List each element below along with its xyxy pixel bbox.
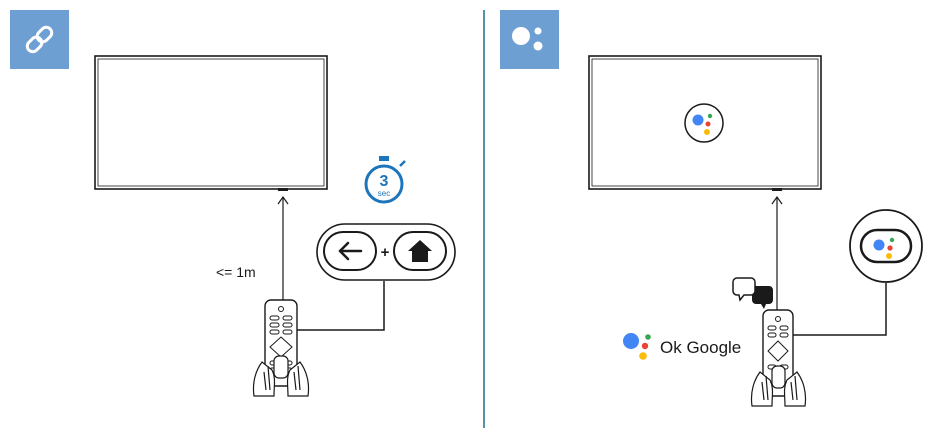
home-button: [393, 231, 447, 271]
timer-value: 3: [380, 173, 389, 190]
back-button: [323, 231, 377, 271]
voice-command-text: Ok Google: [660, 338, 741, 357]
assistant-button-callout: [849, 209, 923, 283]
tv-assistant-logo: [684, 103, 724, 143]
timer-icon: 3 sec: [364, 156, 406, 204]
signal-arrow-left: [277, 195, 289, 302]
google-assistant-icon: [512, 27, 543, 51]
connector-right: [791, 283, 887, 336]
link-icon: [25, 25, 54, 54]
left-panel: <= 1m 3 sec +: [10, 10, 456, 397]
ok-google-command: Ok Google: [623, 333, 741, 360]
back-arrow-icon: [338, 241, 363, 261]
speech-bubble-icon: [732, 277, 773, 309]
hands-right: [750, 365, 807, 407]
home-icon: [408, 240, 432, 262]
timer-unit: sec: [378, 189, 390, 198]
button-combo-callout: +: [316, 223, 456, 281]
plus-sign: +: [381, 244, 390, 261]
connector-left: [297, 281, 385, 331]
signal-arrow-right: [771, 195, 783, 310]
hands-left: [252, 355, 310, 397]
right-panel: Ok Google: [500, 10, 923, 407]
tv-right: [588, 55, 822, 191]
distance-label: <= 1m: [216, 264, 256, 280]
google-assistant-button: [859, 228, 913, 264]
google-assistant-icon: [623, 333, 651, 360]
assistant-badge: [500, 10, 559, 69]
link-badge: [10, 10, 69, 69]
tv-left: [94, 55, 328, 191]
